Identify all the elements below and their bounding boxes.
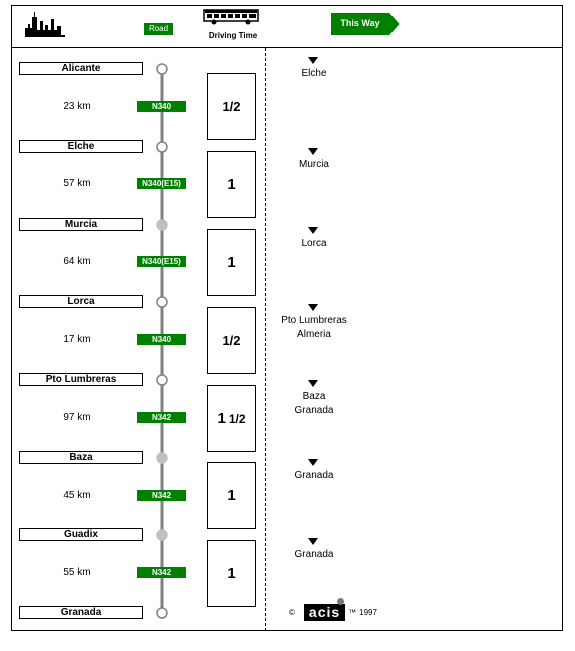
city-skyline-icon bbox=[25, 12, 65, 37]
direction-destination: Pto Lumbreras bbox=[281, 315, 347, 326]
town-stop-marker bbox=[156, 452, 168, 464]
route-card-frame bbox=[11, 5, 563, 631]
road-number-badge: N342 bbox=[137, 490, 186, 501]
town-stop-marker bbox=[156, 219, 168, 231]
direction-destination: Baza bbox=[302, 391, 326, 402]
direction-destination: Granada bbox=[294, 549, 334, 560]
down-triangle-icon bbox=[308, 380, 318, 387]
town-label: Murcia bbox=[19, 218, 143, 231]
driving-time-fraction: 1/2 bbox=[228, 411, 246, 426]
down-triangle-icon bbox=[308, 304, 318, 311]
acis-logo: acis bbox=[303, 598, 346, 621]
direction-sign: Elche bbox=[270, 67, 358, 81]
copyright-symbol: © bbox=[289, 608, 295, 617]
direction-sign: Lorca bbox=[270, 237, 358, 251]
down-triangle-icon bbox=[308, 148, 318, 155]
down-triangle-icon bbox=[308, 57, 318, 64]
driving-time-fraction: 1/2 bbox=[222, 99, 241, 114]
bus-icon bbox=[203, 9, 259, 25]
driving-time-box: 1/2 bbox=[207, 307, 256, 374]
town-stop-marker bbox=[156, 63, 168, 75]
road-number-badge: N342 bbox=[137, 567, 186, 578]
copyright-year: 1997 bbox=[359, 608, 377, 617]
road-number-badge: N342 bbox=[137, 412, 186, 423]
direction-sign: Granada bbox=[270, 548, 358, 562]
town-label: Lorca bbox=[19, 295, 143, 308]
town-stop-marker bbox=[156, 529, 168, 541]
town-stop-marker bbox=[156, 296, 168, 308]
driving-time-hours: 1 bbox=[227, 565, 236, 582]
direction-destination: Murcia bbox=[298, 159, 329, 170]
segment-distance: 55 km bbox=[63, 567, 91, 578]
direction-destination: Lorca bbox=[301, 238, 327, 249]
direction-destination: Elche bbox=[301, 68, 327, 79]
segment-distance: 57 km bbox=[63, 178, 91, 189]
footer: © acis ™ 1997 bbox=[289, 598, 377, 621]
segment-distance: 23 km bbox=[63, 101, 91, 112]
segment-distance: 64 km bbox=[63, 256, 91, 267]
town-label: Alicante bbox=[19, 62, 143, 75]
down-triangle-icon bbox=[308, 227, 318, 234]
direction-destination: Granada bbox=[294, 470, 334, 481]
direction-sign: Murcia bbox=[270, 158, 358, 172]
direction-sign: Granada bbox=[270, 469, 358, 483]
this-way-label: This Way bbox=[340, 18, 380, 28]
driving-time-hours: 1 bbox=[227, 487, 236, 504]
segment-distance: 17 km bbox=[63, 334, 91, 345]
driving-time-hours: 1 bbox=[227, 254, 236, 271]
town-label: Guadix bbox=[19, 528, 143, 541]
town-stop-marker bbox=[156, 607, 168, 619]
driving-time-fraction: 1/2 bbox=[222, 333, 241, 348]
direction-destination: Almeria bbox=[297, 329, 331, 340]
down-triangle-icon bbox=[308, 538, 318, 545]
road-number-badge: N340 bbox=[137, 334, 186, 345]
arrow-right-icon bbox=[331, 13, 400, 35]
driving-time-hours: 1 bbox=[227, 176, 236, 193]
driving-time-hours: 1 bbox=[217, 410, 226, 427]
road-column-label: Road bbox=[144, 23, 173, 35]
down-triangle-icon bbox=[308, 459, 318, 466]
segment-distance: 45 km bbox=[63, 490, 91, 501]
header-divider bbox=[11, 47, 563, 48]
dashed-divider bbox=[265, 48, 266, 631]
town-stop-marker bbox=[156, 374, 168, 386]
driving-time-box: 1/2 bbox=[207, 73, 256, 140]
town-stop-marker bbox=[156, 141, 168, 153]
town-label: Pto Lumbreras bbox=[19, 373, 143, 386]
trademark-symbol: ™ bbox=[348, 608, 357, 617]
road-number-badge: N340 bbox=[137, 101, 186, 112]
segment-distance: 97 km bbox=[63, 412, 91, 423]
road-number-badge: N340(E15) bbox=[137, 178, 186, 189]
town-label: Granada bbox=[19, 606, 143, 619]
driving-time-box: 1 bbox=[207, 462, 256, 529]
town-label: Elche bbox=[19, 140, 143, 153]
direction-destination: Granada bbox=[294, 405, 334, 416]
driving-time-box: 1 bbox=[207, 229, 256, 296]
town-label: Baza bbox=[19, 451, 143, 464]
driving-time-box: 1 bbox=[207, 540, 256, 607]
road-number-badge: N340(E15) bbox=[137, 256, 186, 267]
driving-time-box: 1 bbox=[207, 151, 256, 218]
driving-time-column-label: Driving Time bbox=[208, 31, 258, 40]
